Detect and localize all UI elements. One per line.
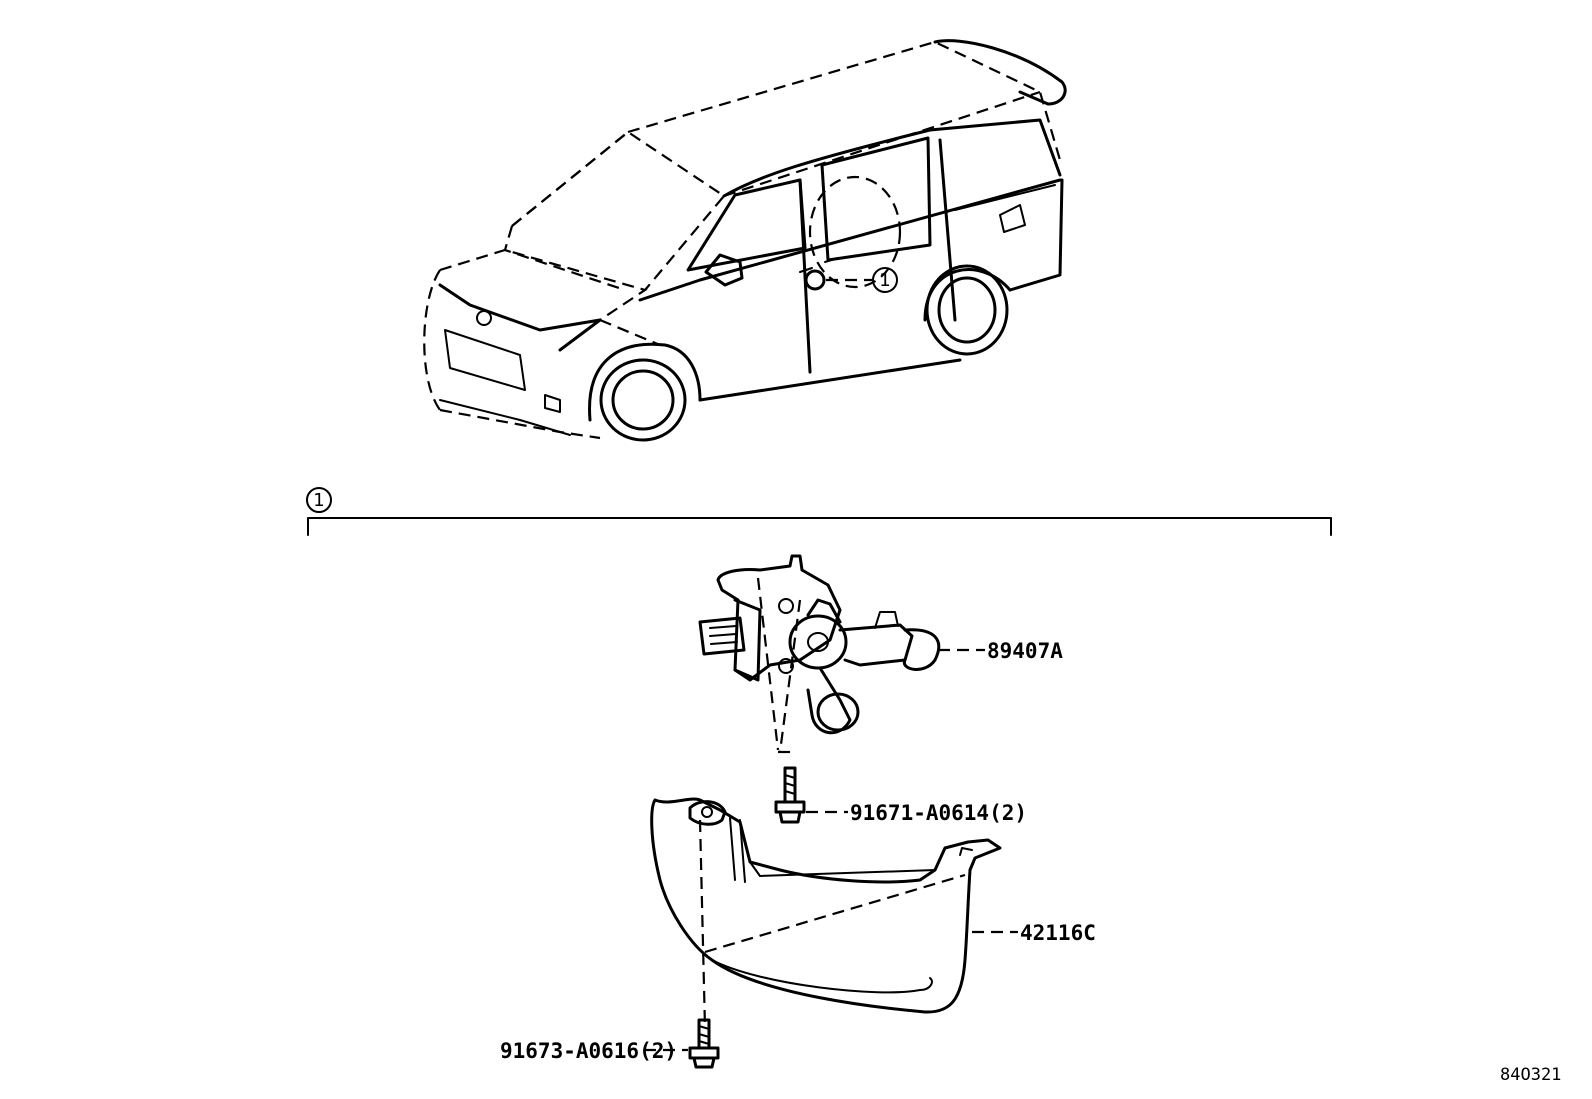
section-callout-number: 1 — [313, 490, 324, 511]
section-bracket: 1 — [306, 487, 1332, 536]
upper-bolt — [774, 766, 806, 824]
vehicle-illustration — [423, 39, 1067, 442]
part-label-91671-A0614: 91671-A0614(2) — [850, 801, 1027, 825]
mounting-bracket — [650, 797, 1002, 1029]
part-label-91673-A0616: 91673-A0616(2) — [500, 1039, 677, 1063]
vehicle-callout: 1 — [872, 267, 898, 293]
part-label-42116C: 42116C — [1020, 921, 1096, 945]
drawing-code: 84O321 — [1500, 1065, 1561, 1085]
vehicle-callout-number: 1 — [879, 270, 890, 291]
lower-bolt — [688, 1018, 720, 1069]
part-label-89407A: 89407A — [987, 639, 1063, 663]
height-sensor-assembly — [698, 554, 941, 754]
